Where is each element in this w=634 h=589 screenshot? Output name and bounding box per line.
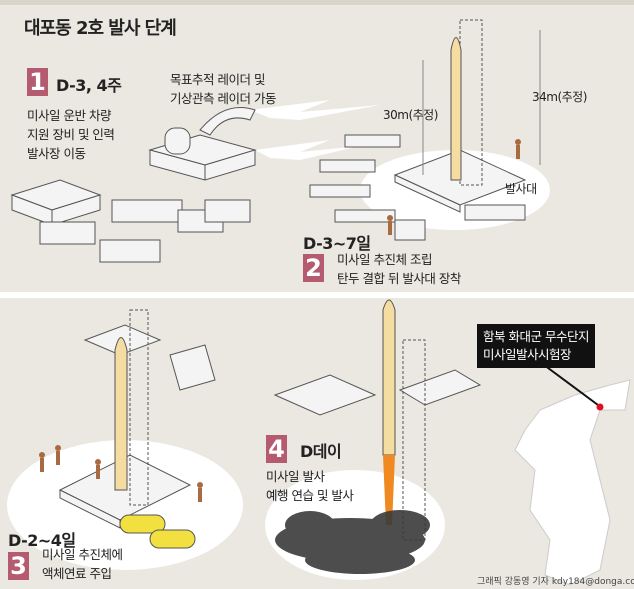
desc-line: 예행 연습 및 발사 (266, 488, 354, 503)
desc-line: 미사일 발사 (266, 469, 325, 484)
radar-signal-icon (250, 100, 380, 160)
rocket (114, 337, 128, 491)
desc-line: 탄두 결합 뒤 발사대 장착 (337, 271, 461, 286)
transport-trucks (309, 134, 526, 241)
workers (387, 139, 521, 235)
step-badge: 3 (8, 552, 29, 580)
step-desc: 미사일 운반 차량 지원 장비 및 인력 발사장 이동 (27, 106, 115, 163)
desc-line: 지원 장비 및 인력 (27, 127, 115, 142)
step-desc: 미사일 추진체에 액체연료 주입 (42, 545, 123, 583)
test-site-marker (596, 403, 604, 411)
korea-map (514, 379, 631, 586)
step-badge: 2 (303, 254, 324, 282)
rocket (382, 299, 396, 456)
step-desc: 미사일 발사 예행 연습 및 발사 (266, 467, 354, 505)
flame (383, 455, 395, 525)
label-line: 기상관측 레이더 가동 (170, 91, 276, 106)
page-title: 대포동 2호 발사 단계 (24, 18, 177, 39)
supply-crates (10, 179, 251, 263)
step-stage: D-3~7일 (303, 234, 371, 253)
workers (39, 445, 203, 502)
rocket (450, 37, 462, 181)
step-stage: D-2~4일 (8, 531, 76, 550)
panel-divider (0, 292, 634, 298)
radar-label: 목표추적 레이더 및 기상관측 레이더 가동 (170, 70, 276, 108)
rocket-height-label: 30m(추정) (383, 108, 438, 122)
map-callout: 함북 화대군 무수단지 미사일발사시험장 (477, 324, 595, 368)
top-band (0, 0, 634, 5)
credit: 그래픽 강동영 기자 kdy184@donga.com (477, 577, 634, 587)
tower-height-label: 34m(추정) (532, 90, 587, 104)
desc-line: 발사장 이동 (27, 146, 86, 161)
desc-line: 미사일 추진체 조립 (337, 252, 432, 267)
fuel-trucks (119, 514, 196, 549)
label-line: 목표추적 레이더 및 (170, 72, 265, 87)
callout-line: 미사일발사시험장 (483, 347, 572, 362)
desc-line: 미사일 추진체에 (42, 547, 123, 562)
smoke-cloud (275, 510, 430, 574)
launch-pad-label: 발사대 (505, 182, 537, 196)
callout-line: 함북 화대군 무수단지 (483, 329, 589, 344)
step-badge: 4 (266, 435, 287, 463)
desc-line: 미사일 운반 차량 (27, 108, 111, 123)
step-badge: 1 (27, 68, 48, 96)
desc-line: 액체연료 주입 (42, 566, 112, 581)
step-stage: D-3, 4주 (56, 76, 122, 95)
step-desc: 미사일 추진체 조립 탄두 결합 뒤 발사대 장착 (337, 250, 461, 288)
step-stage: D데이 (300, 442, 342, 461)
radar-station (148, 107, 257, 181)
launch-tower (129, 309, 149, 506)
